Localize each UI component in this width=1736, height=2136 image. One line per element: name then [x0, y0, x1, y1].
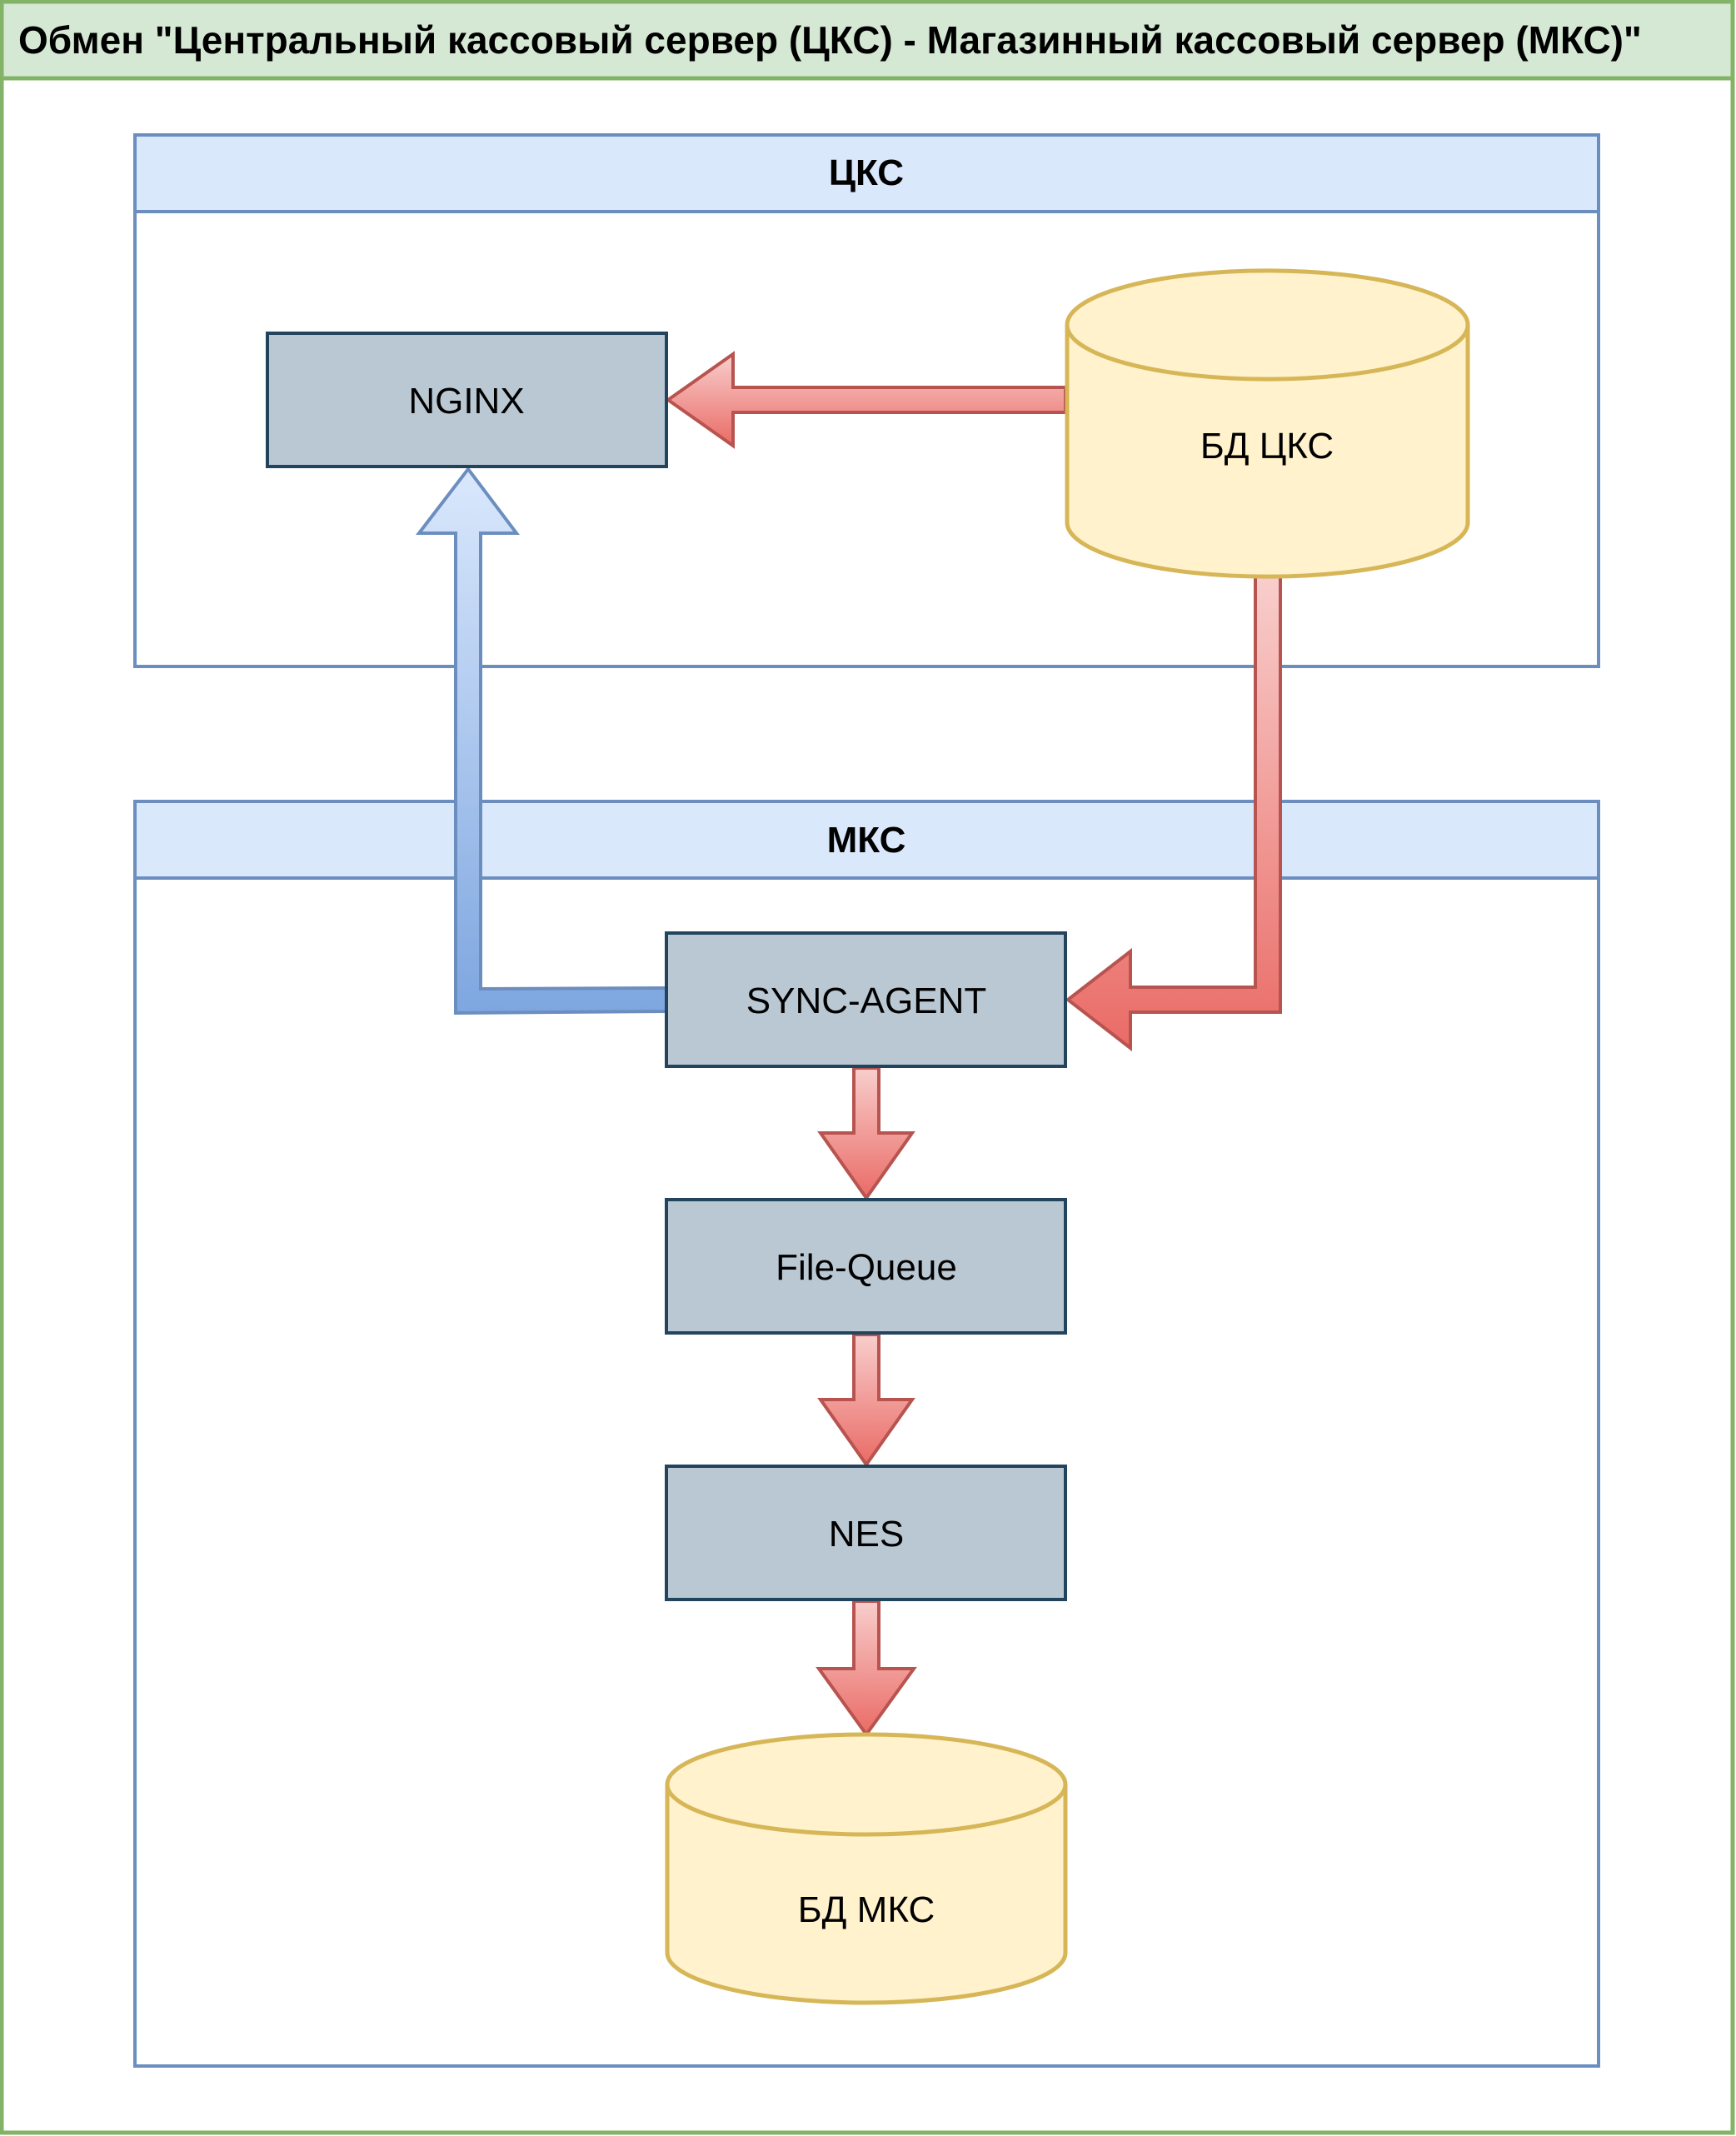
container-cks-header [133, 133, 1600, 213]
arrow-dbcks-to-sync-agent [1065, 575, 1282, 1052]
db-mks-top-rim [665, 1784, 1068, 1837]
arrow-nes-to-db-mks [816, 1600, 917, 1738]
node-nginx[interactable]: NGINX [266, 332, 668, 468]
arrow-sync-agent-to-nginx [415, 466, 668, 1016]
sync-agent-label: SYNC-AGENT [746, 981, 986, 1021]
arrow-sync-agent-to-file-queue [817, 1066, 915, 1201]
diagram-title: Обмен "Центральный кассовый сервер (ЦКС)… [18, 18, 1642, 62]
node-sync-agent[interactable]: SYNC-AGENT [665, 931, 1067, 1068]
nes-label: NES [829, 1514, 904, 1555]
db-cks-label: БД ЦКС [1200, 426, 1334, 467]
node-db-cks[interactable]: БД ЦКС [1065, 268, 1470, 579]
db-cks-top-rim [1065, 324, 1470, 382]
sync-agent-box [665, 931, 1067, 1068]
nes-box [665, 1465, 1067, 1601]
db-mks-cylinder [665, 1732, 1068, 2005]
db-cks-cylinder [1065, 268, 1470, 579]
node-file-queue[interactable]: File-Queue [665, 1198, 1067, 1335]
file-queue-label: File-Queue [776, 1247, 957, 1288]
nginx-label: NGINX [408, 381, 524, 422]
arrow-dbcks-to-nginx [665, 351, 1067, 449]
container-mks-label: МКС [827, 820, 906, 861]
frame-title-bar [0, 0, 1735, 81]
node-db-mks[interactable]: БД МКС [665, 1732, 1068, 2005]
container-mks-header [133, 800, 1600, 880]
node-nes[interactable]: NES [665, 1465, 1067, 1601]
file-queue-box [665, 1198, 1067, 1335]
container-cks-label: ЦКС [829, 152, 904, 193]
nginx-box [266, 332, 668, 468]
arrow-file-queue-to-nes [817, 1333, 915, 1468]
db-mks-label: БД МКС [798, 1889, 935, 1930]
